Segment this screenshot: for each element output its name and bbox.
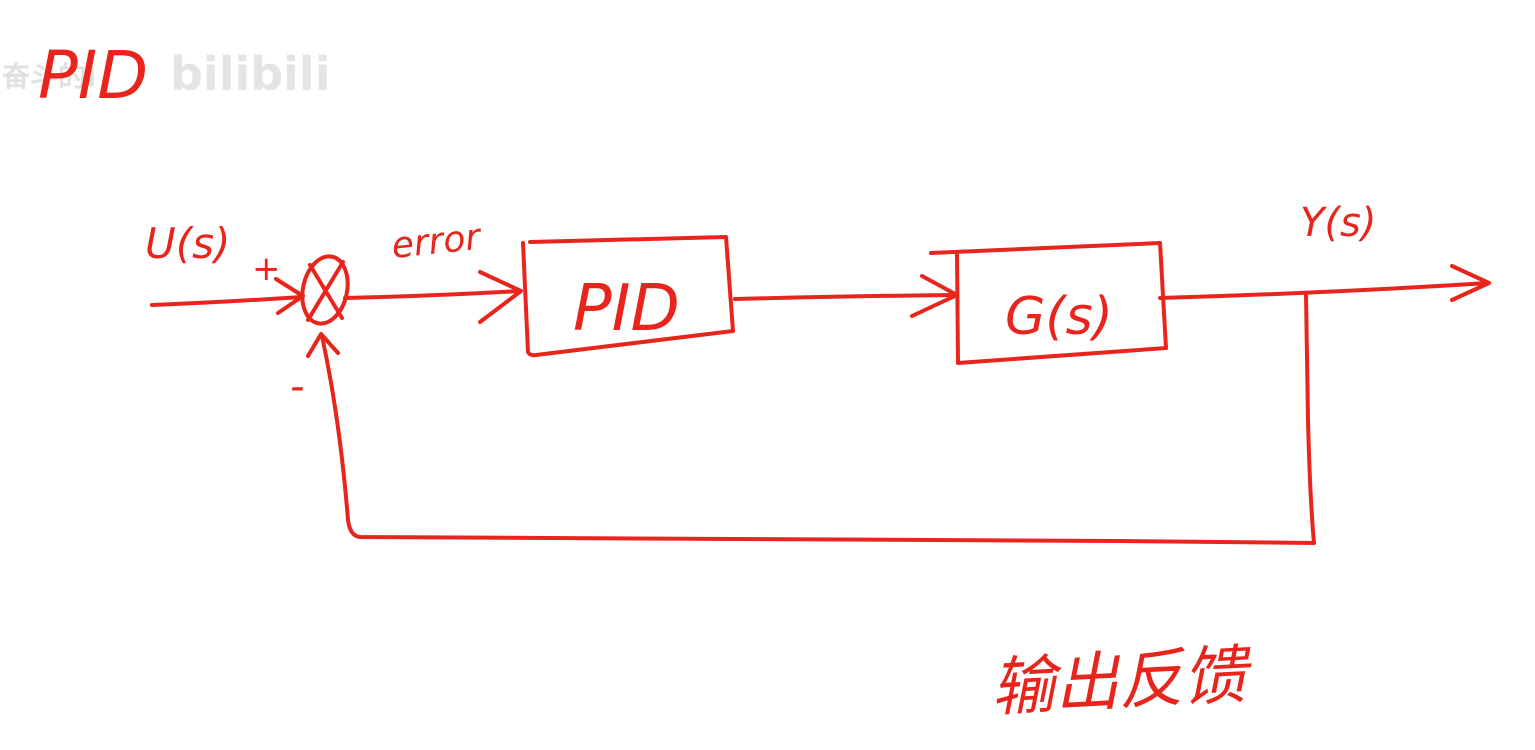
- feedback-caption: 输出反馈: [989, 638, 1255, 726]
- page-title: PID: [38, 37, 148, 114]
- feedback-path: [306, 292, 1316, 545]
- plus-sign: +: [252, 249, 281, 289]
- input-label: U(s): [145, 219, 230, 268]
- summing-junction-icon: [300, 254, 350, 326]
- output-arrow: [1158, 264, 1491, 302]
- watermark-prefix: 奋斗的Ⅰ: [2, 60, 96, 93]
- pid-block-label: PID: [573, 272, 680, 346]
- plant-block: G(s): [929, 241, 1168, 365]
- minus-sign: -: [290, 364, 304, 410]
- control-arrow: [733, 274, 959, 318]
- watermark-brand: bilibili: [170, 47, 330, 101]
- error-label: error: [390, 217, 485, 267]
- pid-block: PID: [521, 235, 735, 358]
- input-arrow: [150, 277, 305, 315]
- error-arrow: [343, 270, 523, 324]
- output-label: Y(s): [1300, 200, 1376, 246]
- plant-block-label: G(s): [1005, 287, 1113, 347]
